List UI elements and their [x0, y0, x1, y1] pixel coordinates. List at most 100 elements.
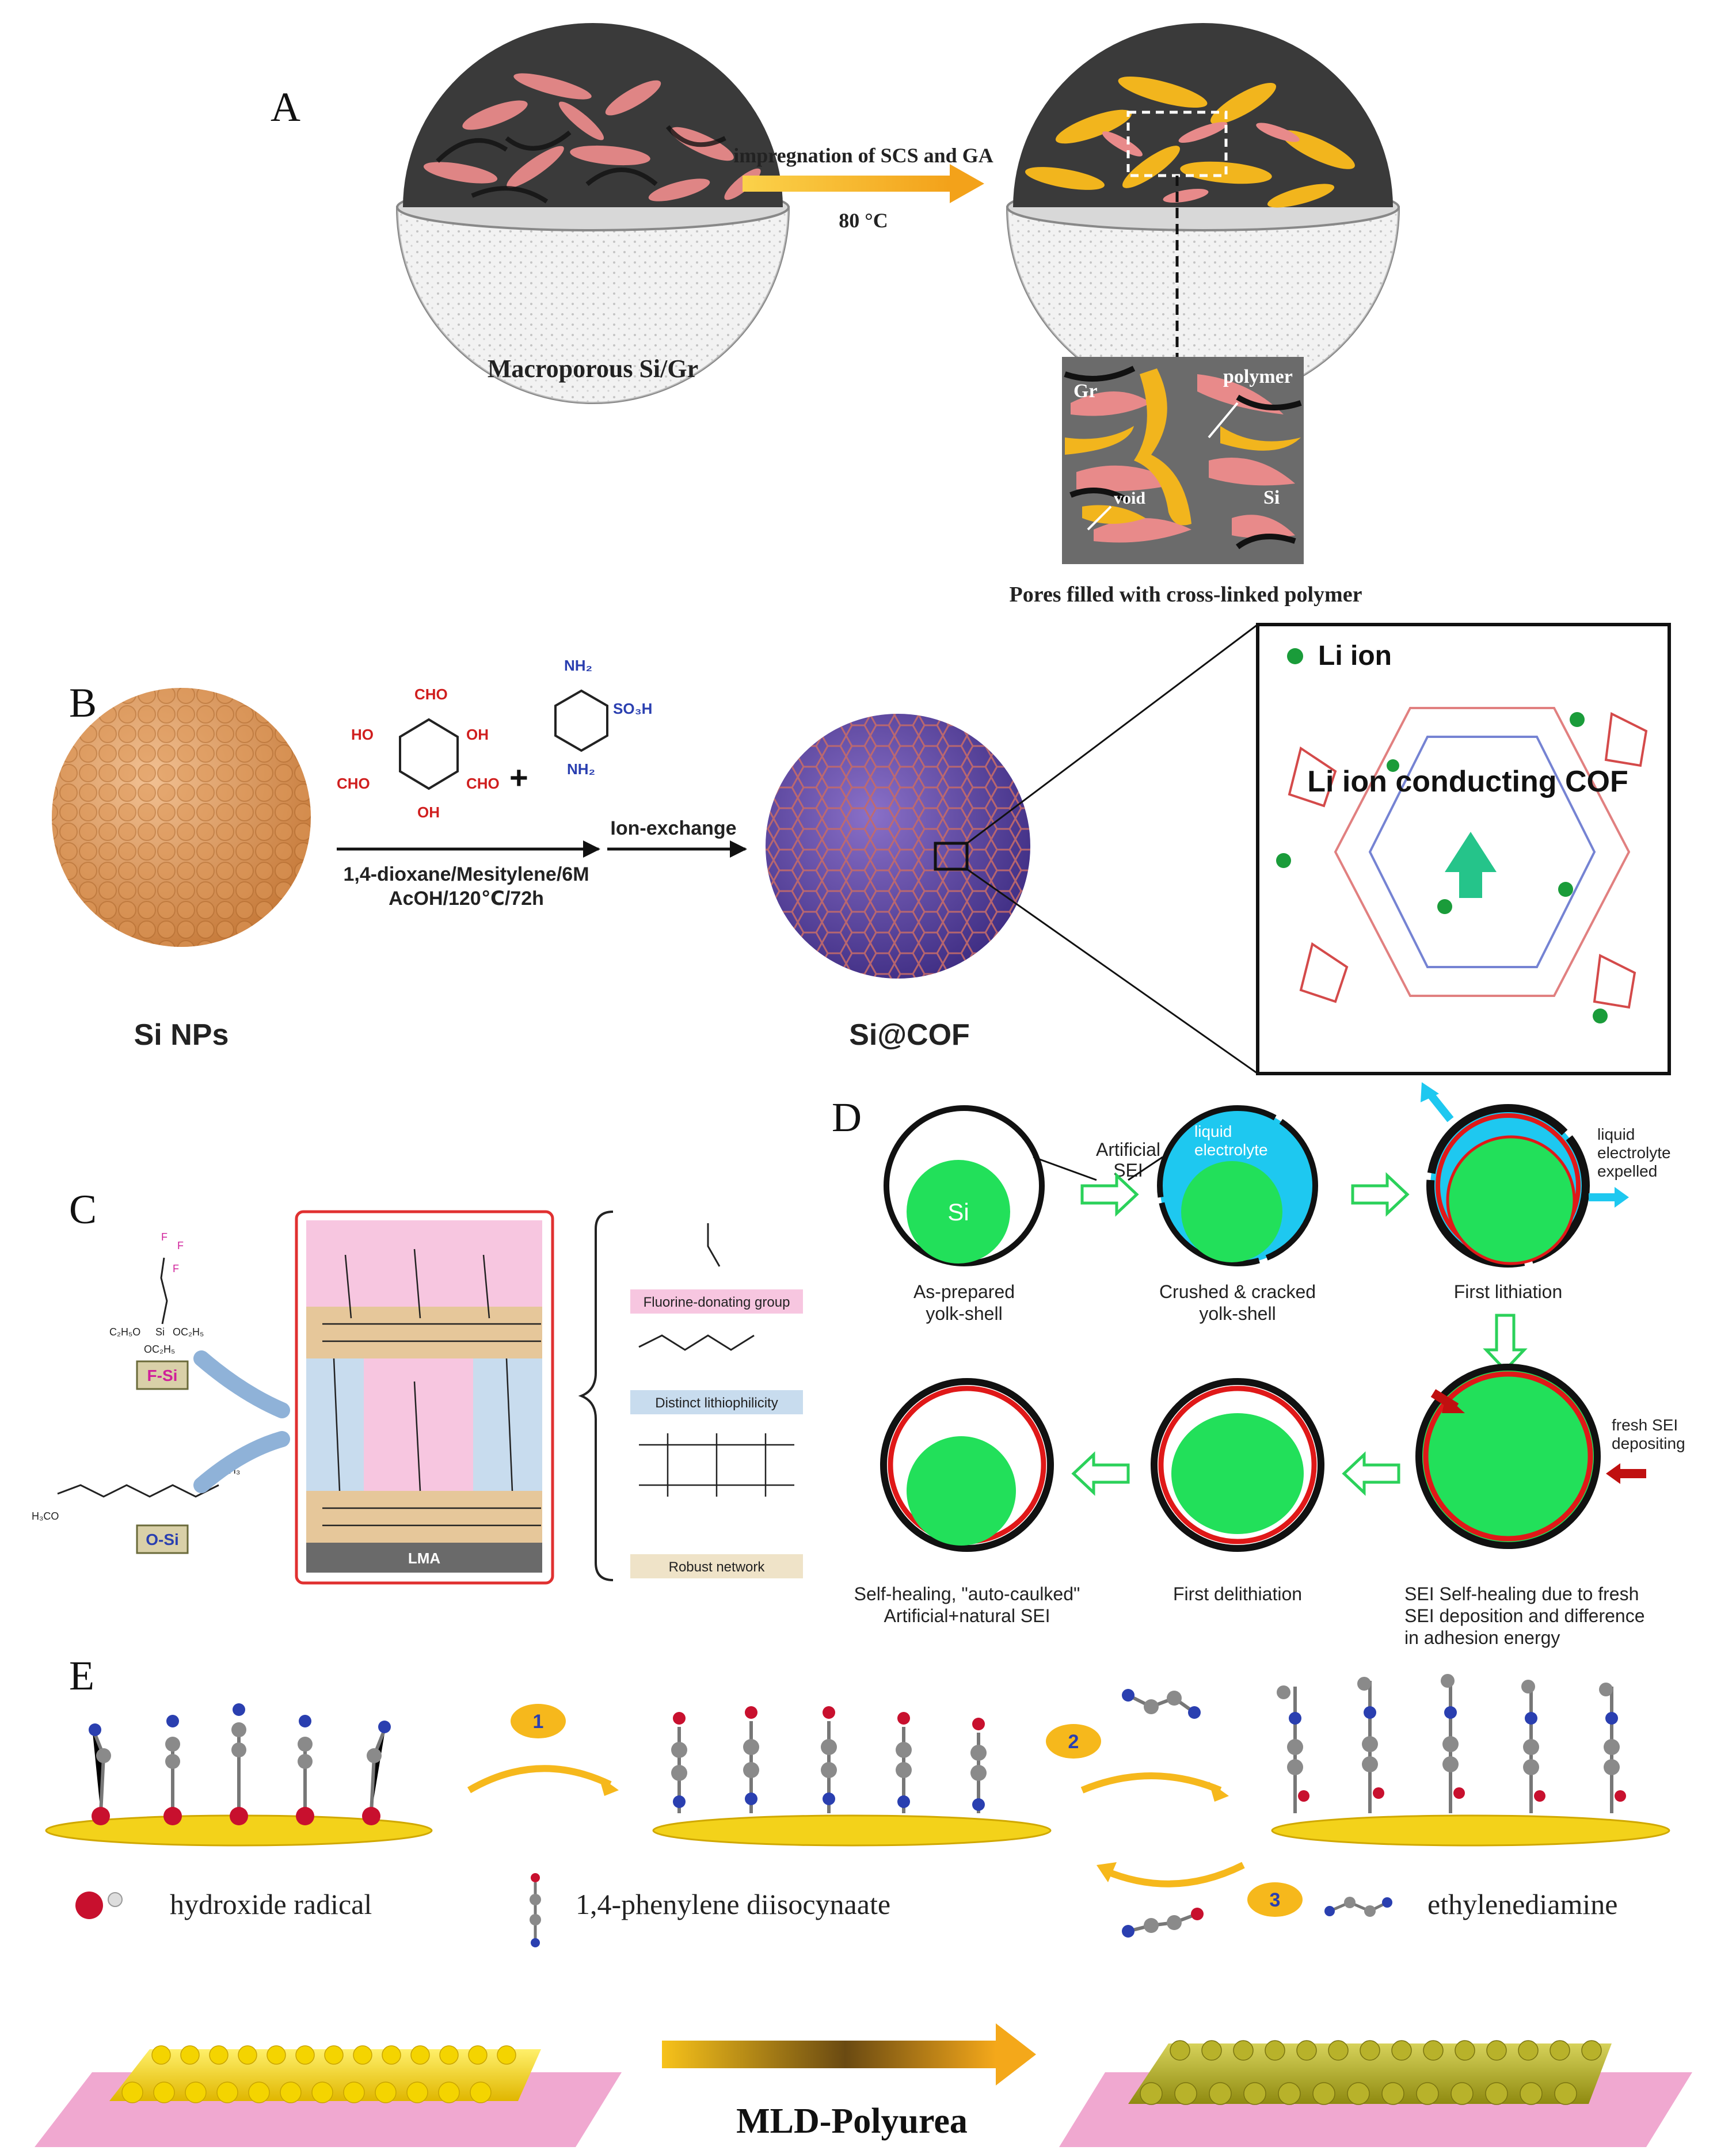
panel-b: B Si NPs CHO HO OH CHO CHO OH + NH₂ SO₃H…	[52, 623, 1671, 1075]
inset-caption: Pores filled with cross-linked polymer	[1010, 583, 1362, 607]
si-core-4	[1171, 1413, 1304, 1534]
macroporous-sphere	[395, 23, 790, 404]
ion-exchange-label: Ion-exchange	[610, 817, 736, 839]
first-lithiation-caption: First lithiation	[1454, 1281, 1563, 1302]
eda-molecule-top	[1122, 1689, 1201, 1719]
substrate-2	[652, 1814, 1052, 1847]
si-core-3	[1446, 1135, 1576, 1265]
panel-e: E 1	[35, 1653, 1692, 2147]
si-label: Si	[947, 1198, 969, 1226]
step-2-arrow	[1080, 1772, 1222, 1794]
plus-sign: +	[509, 759, 528, 796]
substrate-3	[1271, 1814, 1670, 1847]
nh2-group-a: NH₂	[564, 657, 592, 674]
step-1-label: 1	[533, 1711, 544, 1733]
oh-group-1: OH	[466, 726, 489, 743]
impregnation-label: impregnation of SCS and GA	[733, 144, 993, 167]
svg-text:Si: Si	[155, 1326, 165, 1338]
nh2-group-b: NH₂	[567, 760, 595, 778]
step-1-arrow	[467, 1765, 612, 1794]
svg-text:F: F	[177, 1240, 184, 1251]
si-core-5	[907, 1436, 1016, 1546]
inset-polymer-label: polymer	[1223, 366, 1293, 387]
coated-substrate	[1059, 2040, 1692, 2147]
hollow-arrow-3	[1342, 1451, 1400, 1496]
so3h-group: SO₃H	[613, 700, 652, 717]
panel-e-letter: E	[69, 1653, 94, 1699]
cof-zoom-title: Li ion conducting COF	[1307, 765, 1628, 798]
cho-group-1: CHO	[414, 686, 448, 703]
c-network-scheme: LMA	[295, 1210, 554, 1585]
step-3-label: 3	[1270, 1889, 1281, 1911]
filled-sphere	[1006, 23, 1400, 404]
svg-text:F: F	[173, 1263, 179, 1274]
macroporous-caption: Macroporous Si/Gr	[488, 355, 698, 383]
step-2-badge	[1046, 1724, 1101, 1759]
panel-b-letter: B	[69, 680, 97, 726]
osi-label: O-Si	[146, 1531, 179, 1548]
panel-a: A Macro	[271, 23, 1400, 607]
inset-void-label: void	[1114, 489, 1145, 508]
mld-arrow	[662, 2041, 996, 2068]
polyurea-chains	[1277, 1674, 1626, 1813]
step-3-arrow	[1103, 1862, 1245, 1887]
conditions-line-2: AcOH/120℃/72h	[389, 888, 544, 909]
si-core-2	[1181, 1161, 1282, 1262]
panel-c-letter: C	[69, 1186, 97, 1232]
temperature-label: 80 °C	[839, 209, 888, 232]
osi-molecule: H₃CO OCH₃ O-Si	[32, 1464, 240, 1554]
conditions-line-1: 1,4-dioxane/Mesitylene/6M	[343, 863, 589, 885]
pdi-molecules	[671, 1706, 987, 1813]
panel-d-letter: D	[832, 1094, 862, 1140]
hydroxide-radical-icon	[75, 1892, 103, 1919]
first-delithiation-caption: First delithiation	[1173, 1584, 1302, 1604]
hollow-arrow-4	[1071, 1451, 1130, 1496]
hollow-arrow-2	[1351, 1172, 1410, 1217]
step-3-badge	[1247, 1882, 1303, 1917]
inset-si-label: Si	[1263, 487, 1280, 508]
mld-polyurea-label: MLD-Polyurea	[736, 2102, 968, 2141]
pdi-icon	[530, 1873, 541, 1947]
cho-group-2: CHO	[337, 775, 370, 792]
c-legend: Fluorine-donating group Distinct lithiop…	[630, 1223, 803, 1578]
sei-healing-shell	[1415, 1364, 1601, 1549]
svg-text:F: F	[161, 1231, 167, 1243]
ho-group-1: HO	[351, 726, 374, 743]
inset-gr-label: Gr	[1073, 380, 1098, 402]
eda-icon	[1324, 1897, 1392, 1917]
legend-pdi: 1,4-phenylene diisocynaate	[576, 1888, 890, 1920]
fsi-label: F-Si	[147, 1367, 178, 1384]
legend-eda: ethylenediamine	[1427, 1888, 1617, 1920]
bare-substrate	[35, 2045, 622, 2147]
oh-terminated-molecules	[89, 1703, 391, 1825]
legend-fluorine: Fluorine-donating group	[644, 1295, 790, 1310]
panel-a-letter: A	[271, 84, 300, 130]
reagent-structures: CHO HO OH CHO CHO OH + NH₂ SO₃H NH₂	[337, 657, 652, 821]
fsi-group-right: OC₂H₅	[173, 1326, 204, 1338]
step-2-label: 2	[1068, 1731, 1079, 1753]
cof-zoom-box: Li ion Li ion conducting COF	[1256, 623, 1671, 1075]
step-1-badge	[511, 1704, 566, 1738]
si-nps-caption: Si NPs	[134, 1018, 229, 1052]
fsi-molecule: FFF Si C₂H₅O OC₂H₅ OC₂H₅ F-Si	[109, 1231, 204, 1390]
li-ion-legend: Li ion	[1318, 641, 1392, 671]
legend-lithiophilicity: Distinct lithiophilicity	[655, 1395, 778, 1411]
impregnation-arrow	[743, 176, 950, 192]
cho-group-3: CHO	[466, 775, 500, 792]
e-legend: hydroxide radical 1,4-phenylene diisocyn…	[75, 1873, 1617, 1947]
fsi-group-left: C₂H₅O	[109, 1326, 140, 1338]
up-arrow-icon	[1445, 832, 1497, 898]
panel-c: C FFF Si C₂H₅O OC₂H₅ OC₂H₅ F-Si H₃CO OCH…	[32, 1186, 803, 1585]
legend-hydroxide: hydroxide radical	[170, 1888, 372, 1920]
hollow-arrow-down	[1483, 1314, 1528, 1372]
si-cof-caption: Si@COF	[849, 1018, 970, 1052]
